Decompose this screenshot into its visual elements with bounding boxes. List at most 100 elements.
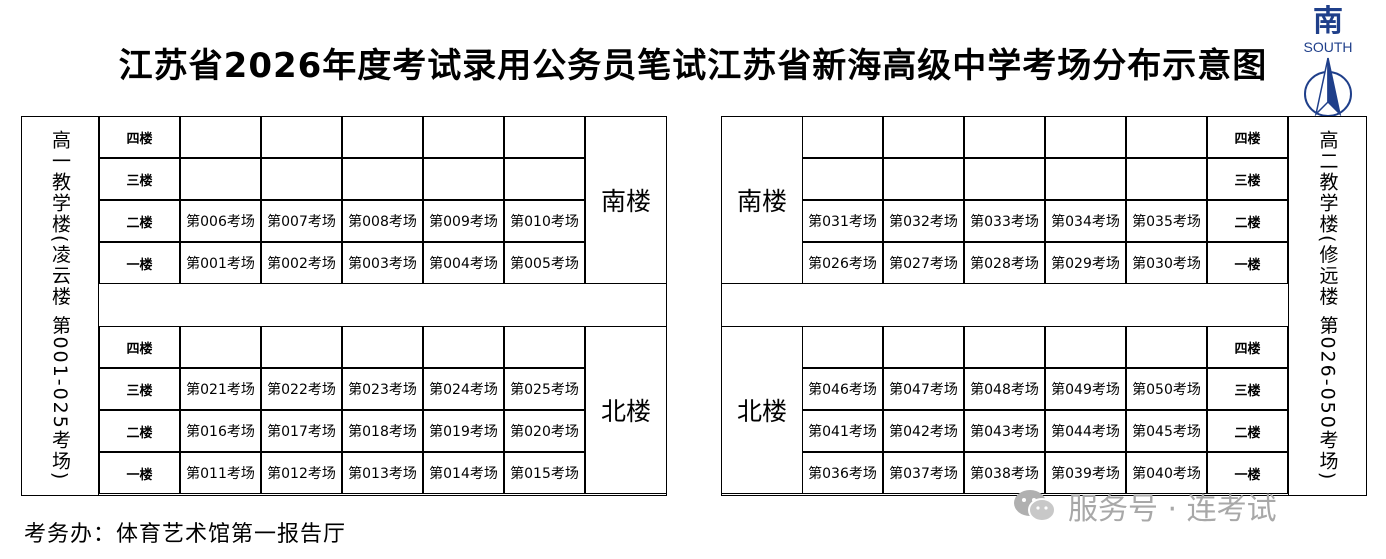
- exam-room: 第003考场: [342, 242, 423, 284]
- empty-room: [802, 158, 883, 200]
- exam-room: 第013考场: [342, 452, 423, 494]
- wing-name: 北楼: [721, 326, 803, 494]
- floor-label: 四楼: [1207, 326, 1288, 368]
- empty-room: [964, 158, 1045, 200]
- watermark: 服务号 · 连考试: [1012, 486, 1277, 527]
- empty-room: [802, 116, 883, 158]
- compass: 南 SOUTH: [1296, 4, 1360, 117]
- exam-room: 第002考场: [261, 242, 342, 284]
- exam-room: 第043考场: [964, 410, 1045, 452]
- floor-label: 二楼: [99, 200, 180, 242]
- floor-label: 一楼: [1207, 452, 1288, 494]
- exam-room: 第050考场: [1126, 368, 1207, 410]
- exam-room: 第035考场: [1126, 200, 1207, 242]
- exam-room: 第039考场: [1045, 452, 1126, 494]
- exam-room: 第040考场: [1126, 452, 1207, 494]
- watermark-text: 服务号 · 连考试: [1068, 492, 1277, 527]
- empty-room: [504, 116, 585, 158]
- exam-room: 第044考场: [1045, 410, 1126, 452]
- empty-room: [883, 116, 964, 158]
- exam-room: 第026考场: [802, 242, 883, 284]
- floor-label: 二楼: [1207, 200, 1288, 242]
- exam-room: 第032考场: [883, 200, 964, 242]
- exam-office-note: 考务办：体育艺术馆第一报告厅: [24, 522, 347, 547]
- exam-room: 第049考场: [1045, 368, 1126, 410]
- empty-room: [180, 158, 261, 200]
- empty-room: [504, 326, 585, 368]
- exam-room: 第009考场: [423, 200, 504, 242]
- wing-name: 南楼: [585, 116, 667, 284]
- floor-label: 三楼: [1207, 368, 1288, 410]
- exam-room: 第034考场: [1045, 200, 1126, 242]
- exam-room: 第020考场: [504, 410, 585, 452]
- left-building-label: 高一教学楼(凌云楼 第001-025考场): [21, 116, 99, 496]
- exam-room: 第017考场: [261, 410, 342, 452]
- exam-room: 第045考场: [1126, 410, 1207, 452]
- floor-label: 三楼: [99, 158, 180, 200]
- empty-room: [261, 116, 342, 158]
- exam-room: 第014考场: [423, 452, 504, 494]
- floor-label: 四楼: [1207, 116, 1288, 158]
- floor-label: 一楼: [99, 242, 180, 284]
- right-building-label-text: 高二教学楼(修远楼 第026-050考场): [1316, 130, 1339, 482]
- empty-room: [180, 326, 261, 368]
- floor-label: 一楼: [99, 452, 180, 494]
- empty-room: [261, 326, 342, 368]
- exam-room: 第036考场: [802, 452, 883, 494]
- exam-room: 第030考场: [1126, 242, 1207, 284]
- exam-room: 第025考场: [504, 368, 585, 410]
- exam-room: 第004考场: [423, 242, 504, 284]
- exam-room: 第047考场: [883, 368, 964, 410]
- empty-room: [802, 326, 883, 368]
- exam-room: 第022考场: [261, 368, 342, 410]
- exam-room: 第041考场: [802, 410, 883, 452]
- wing-name: 南楼: [721, 116, 803, 284]
- exam-room: 第019考场: [423, 410, 504, 452]
- exam-room: 第024考场: [423, 368, 504, 410]
- exam-room: 第029考场: [1045, 242, 1126, 284]
- exam-room: 第037考场: [883, 452, 964, 494]
- floor-label: 一楼: [1207, 242, 1288, 284]
- floor-label: 三楼: [1207, 158, 1288, 200]
- right-building-label: 高二教学楼(修远楼 第026-050考场): [1288, 116, 1367, 496]
- exam-room: 第012考场: [261, 452, 342, 494]
- exam-room: 第033考场: [964, 200, 1045, 242]
- exam-room: 第048考场: [964, 368, 1045, 410]
- left-building-frame: [21, 116, 667, 496]
- exam-room: 第023考场: [342, 368, 423, 410]
- floor-label: 二楼: [1207, 410, 1288, 452]
- page-title: 江苏省2026年度考试录用公务员笔试江苏省新海高级中学考场分布示意图: [118, 46, 1268, 86]
- exam-room: 第008考场: [342, 200, 423, 242]
- empty-room: [423, 158, 504, 200]
- exam-room: 第018考场: [342, 410, 423, 452]
- empty-room: [342, 158, 423, 200]
- empty-room: [883, 158, 964, 200]
- empty-room: [1045, 326, 1126, 368]
- empty-room: [1126, 326, 1207, 368]
- exam-room: 第038考场: [964, 452, 1045, 494]
- floor-label: 三楼: [99, 368, 180, 410]
- exam-room: 第005考场: [504, 242, 585, 284]
- exam-room: 第006考场: [180, 200, 261, 242]
- exam-room: 第028考场: [964, 242, 1045, 284]
- floor-label: 四楼: [99, 116, 180, 158]
- floor-label: 四楼: [99, 326, 180, 368]
- wing-name: 北楼: [585, 326, 667, 494]
- empty-room: [1045, 116, 1126, 158]
- empty-room: [261, 158, 342, 200]
- floor-label: 二楼: [99, 410, 180, 452]
- compass-label: SOUTH: [1303, 39, 1353, 55]
- empty-room: [423, 116, 504, 158]
- empty-room: [1126, 116, 1207, 158]
- empty-room: [883, 326, 964, 368]
- empty-room: [964, 326, 1045, 368]
- exam-room: 第021考场: [180, 368, 261, 410]
- empty-room: [423, 326, 504, 368]
- exam-room: 第042考场: [883, 410, 964, 452]
- exam-room: 第027考场: [883, 242, 964, 284]
- exam-room: 第015考场: [504, 452, 585, 494]
- exam-room: 第046考场: [802, 368, 883, 410]
- compass-char: 南: [1313, 4, 1343, 39]
- empty-room: [342, 326, 423, 368]
- wechat-icon: [1014, 490, 1056, 522]
